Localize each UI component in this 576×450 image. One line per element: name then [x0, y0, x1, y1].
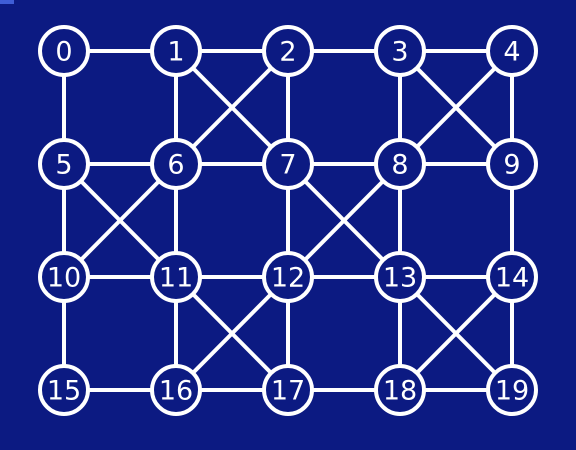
node-label: 15 [47, 376, 81, 407]
node-circle [262, 364, 314, 416]
node-3: 3 [374, 25, 426, 77]
node-15: 15 [38, 364, 90, 416]
node-label: 8 [391, 150, 408, 181]
node-0: 0 [38, 25, 90, 77]
node-label: 3 [391, 37, 408, 68]
node-label: 11 [159, 263, 193, 294]
node-10: 10 [38, 251, 90, 303]
node-4: 4 [486, 25, 538, 77]
node-circle [150, 138, 202, 190]
node-label: 13 [383, 263, 417, 294]
corner-marker [0, 0, 14, 4]
edge-12-16 [174, 275, 290, 392]
node-label: 4 [503, 37, 520, 68]
node-circle [38, 138, 90, 190]
node-circle [486, 251, 538, 303]
edge-2-6 [174, 49, 290, 166]
node-2: 2 [262, 25, 314, 77]
node-6: 6 [150, 138, 202, 190]
node-label: 14 [495, 263, 529, 294]
node-11: 11 [150, 251, 202, 303]
node-1: 1 [150, 25, 202, 77]
node-label: 19 [495, 376, 529, 407]
node-circle [486, 364, 538, 416]
node-circle [38, 364, 90, 416]
node-18: 18 [374, 364, 426, 416]
node-label: 16 [159, 376, 193, 407]
node-16: 16 [150, 364, 202, 416]
node-circle [38, 25, 90, 77]
edge-4-8 [398, 49, 514, 166]
node-circle [374, 138, 426, 190]
edge-14-18 [398, 275, 514, 392]
node-7: 7 [262, 138, 314, 190]
node-label: 12 [271, 263, 305, 294]
node-label: 0 [55, 37, 72, 68]
node-14: 14 [486, 251, 538, 303]
node-5: 5 [38, 138, 90, 190]
edges-layer [62, 49, 514, 392]
node-circle [486, 25, 538, 77]
node-19: 19 [486, 364, 538, 416]
node-label: 6 [167, 150, 184, 181]
node-12: 12 [262, 251, 314, 303]
node-circle [150, 251, 202, 303]
node-9: 9 [486, 138, 538, 190]
node-label: 7 [279, 150, 296, 181]
node-label: 5 [55, 150, 72, 181]
node-circle [38, 251, 90, 303]
node-8: 8 [374, 138, 426, 190]
node-13: 13 [374, 251, 426, 303]
node-circle [374, 25, 426, 77]
edge-8-12 [286, 162, 402, 279]
node-label: 9 [503, 150, 520, 181]
node-label: 1 [167, 37, 184, 68]
node-label: 10 [47, 263, 81, 294]
node-circle [150, 364, 202, 416]
node-label: 2 [279, 37, 296, 68]
node-circle [374, 364, 426, 416]
node-circle [262, 251, 314, 303]
node-circle [262, 138, 314, 190]
node-circle [374, 251, 426, 303]
node-circle [262, 25, 314, 77]
node-label: 18 [383, 376, 417, 407]
edge-6-10 [62, 162, 178, 279]
node-circle [150, 25, 202, 77]
node-circle [486, 138, 538, 190]
node-label: 17 [271, 376, 305, 407]
node-17: 17 [262, 364, 314, 416]
